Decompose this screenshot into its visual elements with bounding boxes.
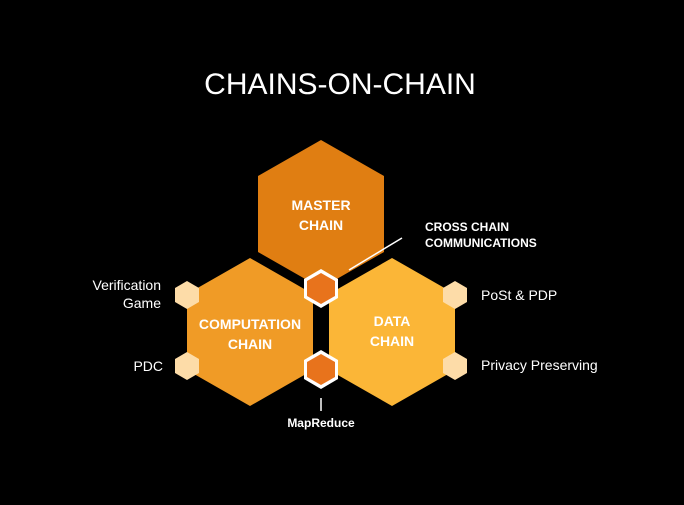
post-pdp-node (443, 281, 467, 309)
verification-game-node (175, 281, 199, 309)
cross-chain-leader-line (348, 237, 403, 271)
privacy-preserving-node (443, 352, 467, 380)
data-chain-hexagon (329, 258, 455, 406)
diagram-title: CHAINS-ON-CHAIN (204, 68, 476, 101)
mapreduce-label: MapReduce (287, 416, 355, 430)
computation-chain-label-line1: COMPUTATION (199, 316, 301, 332)
pdc-label: PDC (133, 358, 163, 374)
cross-chain-connector-inner (307, 273, 335, 304)
privacy-preserving-label: Privacy Preserving (481, 357, 598, 373)
pdc-node (175, 352, 199, 380)
master-chain-label-line2: CHAIN (299, 217, 343, 233)
verification-game-label-line2: Game (123, 295, 161, 311)
data-chain-label-line1: DATA (374, 313, 411, 329)
data-chain-label-line2: CHAIN (370, 333, 414, 349)
master-chain-label-line1: MASTER (291, 197, 350, 213)
post-pdp-label: PoSt & PDP (481, 287, 557, 303)
computation-chain-hexagon (187, 258, 313, 406)
mapreduce-connector-inner (307, 354, 335, 385)
cross-chain-label-line1: CROSS CHAIN (425, 220, 509, 234)
cross-chain-label-line2: COMMUNICATIONS (425, 236, 537, 250)
computation-chain-label-line2: CHAIN (228, 336, 272, 352)
master-chain-hexagon (258, 140, 384, 288)
verification-game-label-line1: Verification (93, 277, 161, 293)
